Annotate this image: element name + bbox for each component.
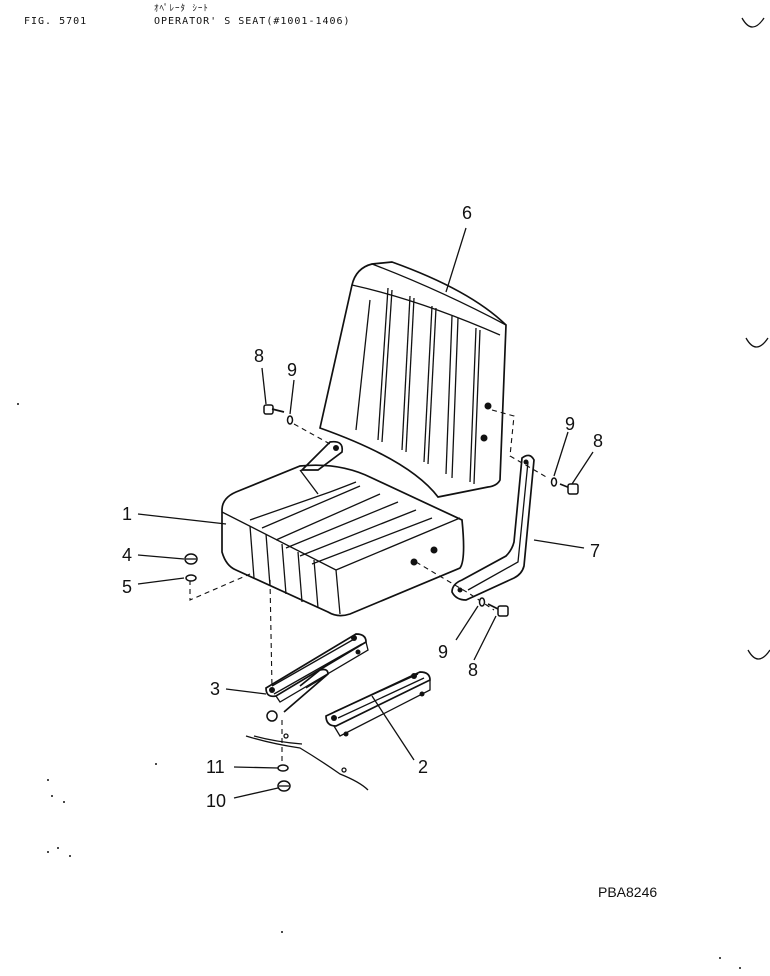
callout-1: 1	[122, 504, 132, 524]
callout-8-right-lower: 8	[468, 660, 478, 680]
right-side-bracket	[451, 454, 535, 601]
fasteners	[184, 404, 579, 792]
washer-9-left-upper-icon	[286, 415, 294, 425]
callout-6: 6	[462, 203, 472, 223]
scan-specks	[17, 403, 741, 969]
washer-11-icon	[277, 764, 289, 772]
callout-4: 4	[122, 545, 132, 565]
reference-code: PBA8246	[598, 884, 658, 900]
seat-back	[319, 261, 507, 498]
figure-number: FIG. 5701	[24, 16, 88, 27]
seat-cushion	[221, 464, 465, 617]
title-english: OPERATOR' S SEAT(#1001-1406)	[154, 16, 351, 27]
callout-9-right-upper: 9	[565, 414, 575, 434]
callout-10: 10	[206, 791, 226, 811]
nut-4-icon	[184, 553, 198, 565]
bolt-8-left-upper-icon	[263, 404, 285, 415]
washer-9-right-lower-icon	[478, 597, 486, 607]
callout-7: 7	[590, 541, 600, 561]
callout-labels: 1 2 3 4 5 6 7 8 8 8 9 9 9 10 11	[122, 203, 603, 811]
callout-3: 3	[210, 679, 220, 699]
callout-2: 2	[418, 757, 428, 777]
callout-9-left: 9	[287, 360, 297, 380]
assembly-lines	[189, 409, 549, 770]
seat-rail-right	[325, 671, 431, 737]
title-japanese: ｵﾍﾟﾚｰﾀ ｼｰﾄ	[154, 4, 209, 14]
callout-9-right-lower: 9	[438, 642, 448, 662]
bolt-8-right-lower-icon	[487, 603, 509, 617]
callout-8-left: 8	[254, 346, 264, 366]
nut-10-icon	[277, 780, 291, 792]
binder-marks	[741, 17, 770, 660]
callout-5: 5	[122, 577, 132, 597]
bolt-8-right-upper-icon	[559, 483, 579, 495]
washer-5-icon	[185, 574, 197, 582]
floor-outline	[245, 733, 369, 791]
left-hinge-bracket	[299, 440, 344, 471]
callout-11: 11	[206, 757, 225, 777]
leader-lines	[137, 227, 594, 799]
washer-9-right-upper-icon	[550, 477, 558, 487]
seat-rail-left	[265, 633, 369, 722]
callout-8-right-upper: 8	[593, 431, 603, 451]
